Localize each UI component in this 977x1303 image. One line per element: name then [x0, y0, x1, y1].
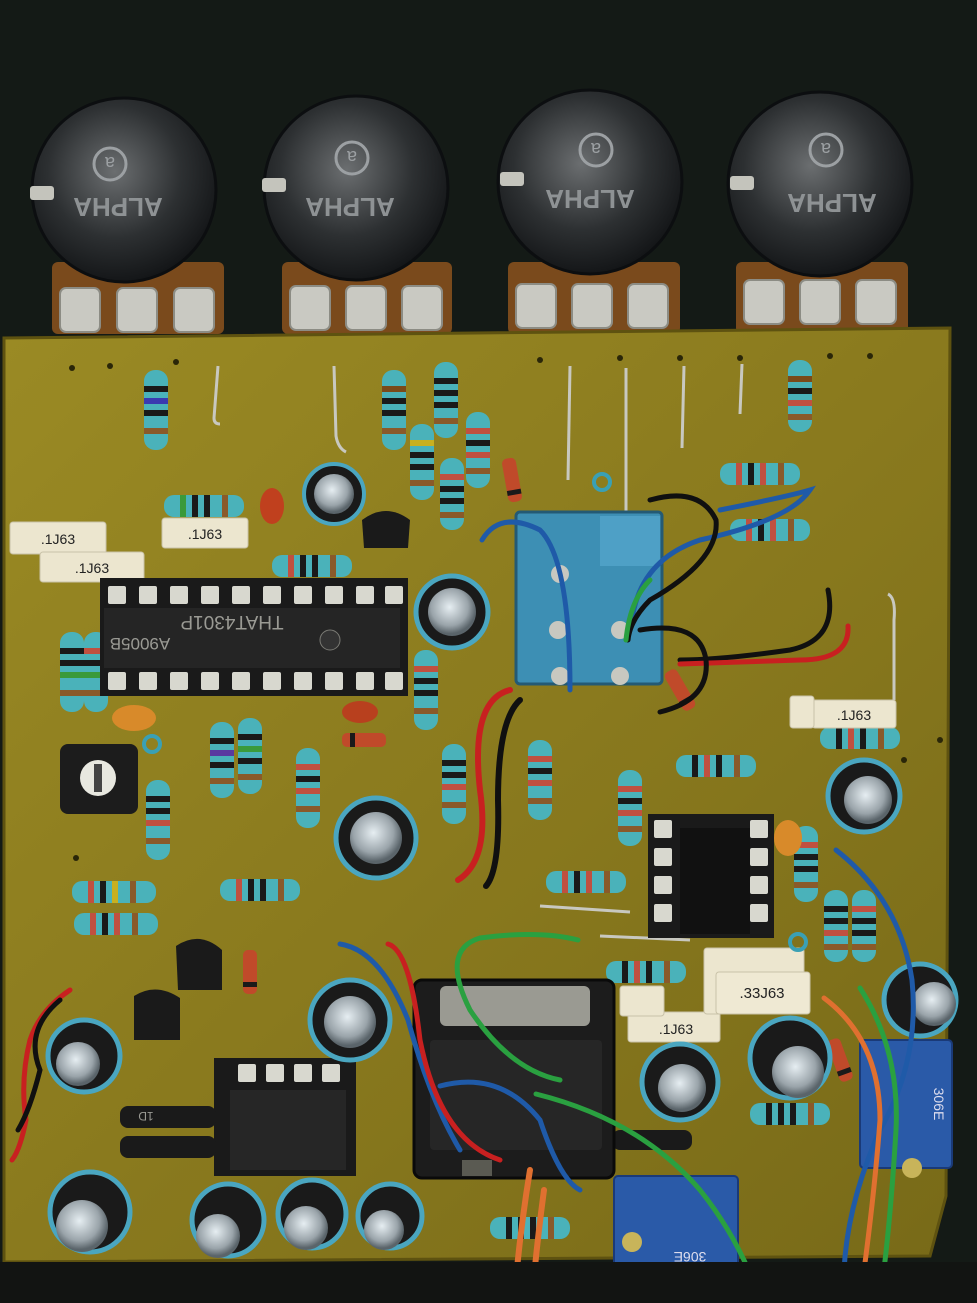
resistor [676, 755, 756, 777]
pot-brand-label: ALPHA [305, 192, 395, 222]
resistor [750, 1103, 830, 1125]
pot-brand-label: ALPHA [787, 188, 877, 218]
cap-label: .1J63 [188, 526, 222, 542]
ic-label-line2: A9005B [110, 634, 171, 653]
cap-label: .33J63 [739, 985, 784, 1002]
ic-8pin-right [648, 814, 774, 938]
pot-brand-label: ALPHA [73, 192, 163, 222]
resistor [146, 780, 170, 860]
electrolytic-cap [413, 573, 491, 651]
electrolytic-cap [747, 1015, 833, 1101]
toggle-switch-top[interactable] [514, 510, 664, 686]
ceramic-capacitors [112, 488, 802, 856]
potentiometer-3[interactable]: a ALPHA [496, 88, 684, 276]
pot-logo: a [346, 147, 357, 167]
resistor [414, 650, 438, 730]
hookup-wires [9, 485, 916, 1303]
ic-that4301: THAT4301P A9005B [100, 578, 408, 696]
pot-logo: a [590, 139, 601, 159]
pot-logo: a [820, 139, 831, 159]
rectifier-diodes: 1D [120, 1106, 692, 1158]
resistor [296, 748, 320, 828]
electrolytic-cap [355, 1181, 425, 1251]
resistor [490, 1217, 570, 1239]
electrolytic-cap [825, 757, 903, 835]
film-cap-3: .1J63 [161, 517, 249, 549]
transistors [134, 511, 410, 1040]
footswitch[interactable] [412, 978, 616, 1180]
electrolytic-cap [47, 1169, 133, 1255]
bottom-shadow [0, 1262, 977, 1303]
test-loops [142, 472, 808, 952]
trimmer-pot-left[interactable] [60, 744, 138, 814]
board-holes [69, 353, 943, 861]
electrolytic-cap [189, 1181, 267, 1259]
cap-label: .1J63 [41, 531, 75, 547]
potentiometer-1[interactable]: a ALPHA [30, 96, 218, 284]
trimmer-label: 306E [931, 1088, 947, 1121]
resistor [272, 555, 352, 577]
resistor [546, 871, 626, 893]
resistor [210, 722, 234, 798]
potentiometer-4[interactable]: a ALPHA [726, 90, 914, 278]
cap-label: .1J63 [659, 1021, 693, 1037]
resistor [720, 463, 800, 485]
resistor [618, 770, 642, 846]
cap-label: .1J63 [837, 707, 871, 723]
resistor [440, 458, 464, 530]
resistor [852, 890, 876, 962]
resistor [72, 881, 156, 903]
resistor [382, 370, 406, 450]
diode-label: 1D [138, 1109, 154, 1123]
trimmer-pot-bottom[interactable]: 306E [613, 1175, 739, 1275]
cap-label: .1J63 [75, 560, 109, 576]
ic-label-line1: THAT4301P [180, 611, 283, 632]
resistor [824, 890, 848, 962]
ic-8pin-left [214, 1058, 356, 1176]
trimmer-label: 306E [674, 1249, 707, 1265]
electrolytic-cap [639, 1041, 721, 1123]
resistor [434, 362, 458, 438]
film-cap-2: .1J63 [39, 551, 145, 583]
trimmer-pot-right[interactable]: 306E [859, 1039, 953, 1178]
resistor [820, 727, 900, 749]
electrolytic-cap [881, 961, 959, 1039]
electrolytic-capacitors [45, 462, 959, 1259]
resistor [788, 360, 812, 432]
electrolytic-cap [302, 462, 366, 526]
resistor [220, 879, 300, 901]
potentiometer-lugs [59, 279, 897, 333]
resistor [410, 424, 434, 500]
pot-brand-label: ALPHA [545, 184, 635, 214]
film-cap-1: .1J63 [9, 521, 107, 555]
film-cap-4: .1J63 [789, 695, 897, 729]
resistor [238, 718, 262, 794]
resistor [606, 961, 686, 983]
resistor [442, 744, 466, 824]
potentiometer-2[interactable]: a ALPHA [262, 94, 450, 282]
film-cap-6: .33J63 [703, 947, 811, 1015]
resistor [144, 370, 168, 450]
resistor [164, 495, 244, 517]
resistor [528, 740, 552, 820]
resistors [60, 360, 900, 1239]
resistor [466, 412, 490, 488]
pot-logo: a [104, 153, 115, 173]
resistor [60, 632, 84, 712]
electrolytic-cap [307, 977, 393, 1063]
electrolytic-cap [45, 1017, 123, 1095]
electrolytic-cap [333, 795, 419, 881]
electrolytic-cap [275, 1177, 349, 1251]
resistor [74, 913, 158, 935]
